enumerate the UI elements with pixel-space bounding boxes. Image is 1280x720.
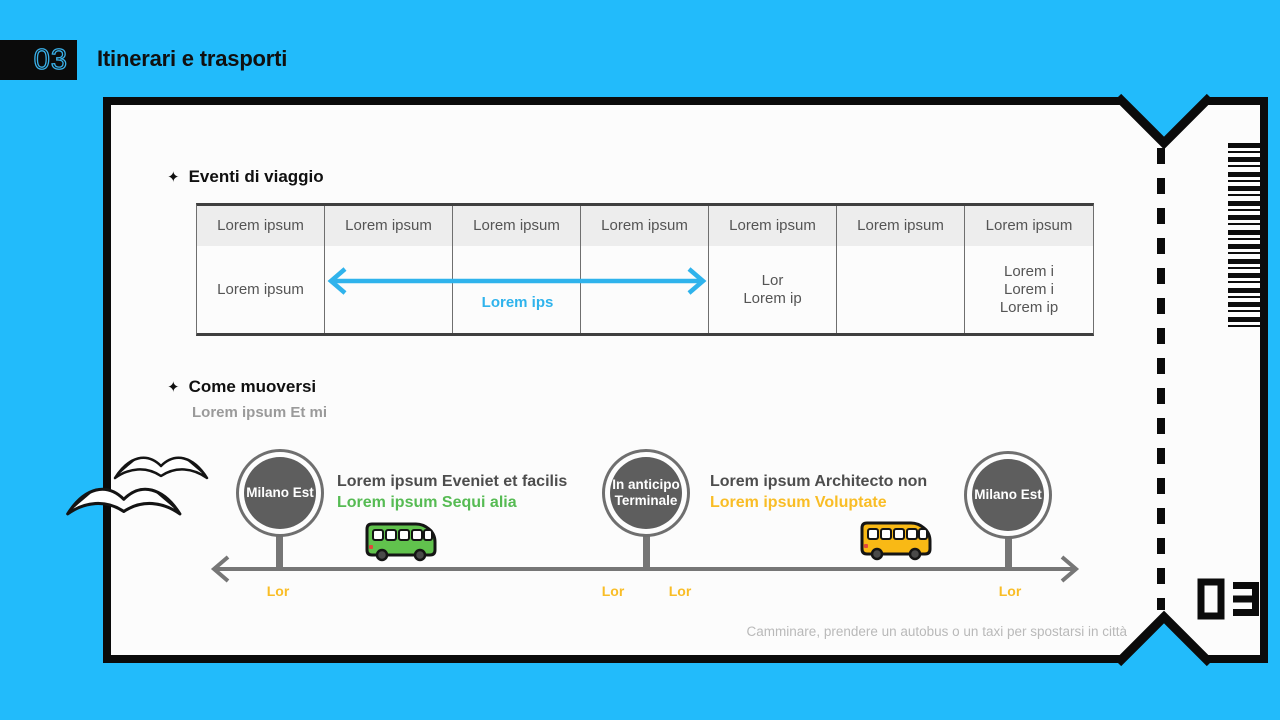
table-cell-line: Lorem ip [999, 298, 1059, 316]
green-bus-icon [365, 522, 437, 562]
segment-line: Lorem ipsum Voluptate [710, 493, 887, 511]
seagull-icon [113, 456, 209, 480]
table-cell-line: Lorem ip [743, 289, 802, 307]
barcode [1228, 143, 1266, 328]
stop-line: Terminale [614, 493, 678, 508]
table-cell [453, 246, 581, 333]
events-heading: ✦ Eventi di viaggio [167, 167, 324, 187]
perforation-dashed-line [1157, 148, 1165, 610]
table-header-cell: Lorem ipsum [965, 206, 1093, 246]
duration-arrow-label: Lorem ips [481, 294, 554, 311]
timeline-marker: Lor [998, 583, 1022, 599]
table-cell: Lorem i Lorem i Lorem ip [965, 246, 1093, 333]
timeline-marker: Lor [668, 583, 692, 599]
stub-number-glyphs [1197, 578, 1259, 620]
table-header-cell: Lorem ipsum [581, 206, 709, 246]
table-cell-line: Lorem i [1003, 262, 1055, 280]
table-header-cell: Lorem ipsum [453, 206, 581, 246]
segment-line: Lorem ipsum Eveniet et facilis [337, 473, 568, 490]
table-cell-line: Lor [761, 271, 784, 289]
stop-sign-label: Milano Est [244, 457, 316, 529]
table-cell-line: Lorem i [1003, 280, 1055, 298]
star-icon: ✦ [167, 169, 180, 186]
ticket-notch-top [1114, 93, 1214, 150]
events-table: Lorem ipsum Lorem ipsum Lorem ipsum Lore… [196, 203, 1094, 336]
yellow-bus-icon [860, 521, 932, 561]
stop-post [1005, 537, 1012, 570]
segment-line: Lorem ipsum Sequi alia [337, 493, 517, 511]
page-number-box: 03 [0, 40, 77, 80]
stop-post [643, 534, 650, 570]
stop-sign-label: In anticipo Terminale [610, 457, 682, 529]
table-header-cell: Lorem ipsum [837, 206, 965, 246]
stop-sign-label: Milano Est [972, 459, 1044, 531]
seagull-icon [66, 487, 182, 516]
transport-heading-label: Come muoversi [188, 377, 317, 396]
table-body-row: Lorem ipsum Lor Lorem ip Lorem i Lorem i… [197, 246, 1093, 333]
stop-sign-terminale: In anticipo Terminale [602, 449, 690, 537]
table-header-cell: Lorem ipsum [709, 206, 837, 246]
events-heading-label: Eventi di viaggio [188, 167, 324, 186]
transport-heading: ✦ Come muoversi [167, 377, 316, 397]
table-header-cell: Lorem ipsum [325, 206, 453, 246]
page-number: 03 [33, 43, 68, 76]
timeline-marker: Lor [266, 583, 290, 599]
footer-caption: Camminare, prendere un autobus o un taxi… [746, 624, 1127, 639]
table-cell [581, 246, 709, 333]
table-cell [837, 246, 965, 333]
table-cell [325, 246, 453, 333]
transport-subheading: Lorem ipsum Et mi [192, 404, 328, 421]
star-icon: ✦ [167, 379, 180, 396]
table-cell: Lorem ipsum [197, 246, 325, 333]
stop-line: In anticipo [612, 476, 680, 492]
timeline-marker: Lor [601, 583, 625, 599]
stop-sign-milano-est: Milano Est [236, 449, 324, 537]
table-header-cell: Lorem ipsum [197, 206, 325, 246]
segment-line: Lorem ipsum Architecto non [710, 473, 928, 490]
ticket-notch-bottom [1114, 610, 1214, 667]
stop-sign-milano-est-2: Milano Est [964, 451, 1052, 539]
duration-arrow-icon [327, 267, 707, 295]
page-title: Itinerari e trasporti [97, 46, 288, 71]
segment-text-1: Lorem ipsum Eveniet et facilis Lorem ips… [337, 472, 567, 514]
table-cell: Lor Lorem ip [709, 246, 837, 333]
stop-line: Milano Est [246, 484, 314, 500]
stop-post [276, 534, 283, 570]
stop-line: Milano Est [974, 486, 1042, 502]
stub-number: 03 [1196, 577, 1262, 621]
segment-text-2: Lorem ipsum Architecto non Lorem ipsum V… [710, 472, 927, 514]
table-header-row: Lorem ipsum Lorem ipsum Lorem ipsum Lore… [197, 206, 1093, 246]
